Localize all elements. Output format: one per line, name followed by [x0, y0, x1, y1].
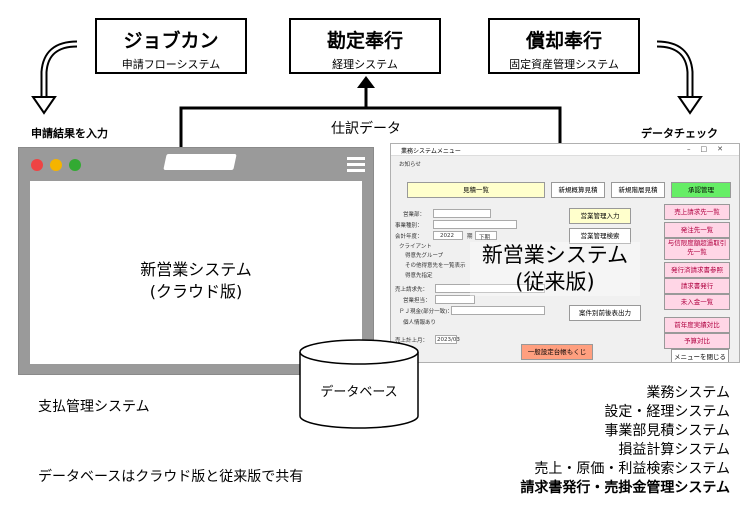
app-window-title: 業務システムメニュー	[401, 148, 461, 155]
btn-case-output[interactable]: 案件別前後表出力	[569, 305, 641, 321]
pj-input[interactable]	[451, 306, 545, 315]
system-list-item: 設定・経理システム	[604, 404, 730, 420]
sales-dest-label: 売上請求先：	[395, 287, 429, 293]
window-controls-icon: –□✕	[687, 145, 733, 153]
fiscal-year-value: 2022	[440, 233, 454, 239]
hamburger-menu-icon	[347, 157, 365, 175]
cloud-system-title: 新営業システム	[140, 260, 252, 279]
btn-close-menu[interactable]: メニューを閉じる	[671, 349, 729, 362]
window-maximize-dot	[69, 159, 81, 171]
pj-label: ＰＪ現金(部分一致)：	[399, 309, 453, 315]
database-label: データベース	[320, 385, 398, 400]
fiscal-year-input[interactable]: 2022	[433, 231, 463, 240]
period-select[interactable]: 下期	[475, 231, 497, 241]
jobcan-subtitle: 申請フローシステム	[121, 58, 221, 71]
btn-credit-over-list[interactable]: 与信限度額超過取引先一覧	[664, 238, 730, 260]
fiscal-year-label: 会計年度：	[395, 234, 423, 240]
business-type-label: 事業種別：	[395, 223, 423, 229]
last-month-label: 売上計上月：	[395, 338, 429, 344]
jobcan-title: ジョブカン	[123, 30, 219, 52]
legacy-system-subtitle: (従来版)	[515, 270, 595, 294]
btn-supplier-list[interactable]: 発注先一覧	[664, 222, 730, 238]
btn-issued-invoices[interactable]: 発行済請求書参照	[664, 262, 730, 278]
system-list-item: 事業部見積システム	[604, 423, 730, 439]
last-month-value: 2023/03	[437, 337, 460, 343]
radio-other-clients[interactable]: その他得意先を一覧表示	[405, 263, 466, 269]
left-flow-label: 申請結果を入力	[31, 127, 108, 140]
kanjo-subtitle: 経理システム	[332, 58, 398, 71]
window-minimize-dot	[50, 159, 62, 171]
btn-prev-year-compare[interactable]: 前年度実績対比	[664, 317, 730, 333]
shokyaku-title: 償却奉行	[525, 30, 602, 52]
legacy-app-window: 業務システムメニュー –□✕ お知らせ 見積一覧 新規概算見積 新規階層見積 承…	[390, 143, 740, 363]
btn-general-ledger-index[interactable]: 一般設定台帳もくじ	[521, 344, 593, 360]
sales-person-input[interactable]	[435, 295, 475, 304]
system-list-item-bold: 請求書発行・売掛金管理システム	[520, 480, 730, 496]
notice-label: お知らせ	[399, 162, 421, 168]
btn-sales-search[interactable]: 営業管理検索	[569, 228, 631, 244]
system-list-item: 売上・原価・利益検索システム	[534, 461, 730, 477]
kanjo-title: 勘定奉行	[326, 30, 403, 52]
legacy-system-label: 新営業システム (従来版)	[470, 242, 640, 296]
personal-info-checkbox[interactable]: 個人情報あり	[403, 320, 437, 326]
system-list: 業務システム 設定・経理システム 事業部見積システム 損益計算システム 売上・原…	[520, 384, 730, 498]
btn-estimate-list[interactable]: 見積一覧	[407, 182, 545, 198]
shokyaku-subtitle: 固定資産管理システム	[509, 58, 619, 71]
sales-dest-input[interactable]	[435, 284, 545, 293]
period-label: 期	[467, 234, 473, 240]
browser-tab	[163, 154, 237, 170]
dept-label: 営業部：	[403, 212, 426, 218]
business-type-select[interactable]	[433, 220, 517, 229]
shared-db-note: データベースはクラウド版と従来版で共有	[38, 469, 304, 485]
center-flow-label: 仕訳データ	[331, 121, 401, 137]
cloud-system-subtitle: (クラウド版)	[149, 282, 243, 301]
btn-sales-dest-list[interactable]: 売上請求先一覧	[664, 204, 730, 220]
jobcan-box: ジョブカン 申請フローシステム	[95, 18, 247, 74]
database-icon	[299, 339, 419, 429]
system-list-item: 業務システム	[646, 385, 730, 401]
btn-new-rough-estimate[interactable]: 新規概算見積	[551, 182, 605, 198]
app-titlebar: 業務システムメニュー –□✕	[391, 144, 739, 156]
btn-budget-compare[interactable]: 予算対比	[664, 333, 730, 349]
browser-content: 新営業システム (クラウド版)	[30, 181, 362, 364]
client-label: クライアント	[399, 244, 432, 250]
shokyaku-box: 償却奉行 固定資産管理システム	[488, 18, 640, 74]
period-value: 下期	[479, 235, 491, 241]
radio-client-group[interactable]: 得意先グループ	[405, 253, 444, 259]
btn-sales-entry[interactable]: 営業管理入力	[569, 208, 631, 224]
window-close-dot	[31, 159, 43, 171]
btn-invoice-issue[interactable]: 請求書発行	[664, 278, 730, 294]
right-flow-label: データチェック	[641, 127, 718, 140]
kanjo-box: 勘定奉行 経理システム	[289, 18, 441, 74]
btn-unpaid-list[interactable]: 未入金一覧	[664, 294, 730, 310]
radio-specific-client[interactable]: 得意先指定	[405, 273, 433, 279]
btn-new-tier-estimate[interactable]: 新規階層見積	[611, 182, 665, 198]
cloud-system-label: 新営業システム (クラウド版)	[30, 259, 362, 303]
legacy-system-title: 新営業システム	[481, 243, 629, 267]
btn-approval[interactable]: 承認管理	[671, 182, 731, 198]
payment-system-label: 支払管理システム	[38, 399, 150, 415]
system-list-item: 損益計算システム	[618, 442, 730, 458]
dept-select[interactable]	[433, 209, 491, 218]
sales-person-label: 営業担当：	[403, 298, 431, 304]
last-month-input[interactable]: 2023/03	[435, 335, 460, 344]
browser-window: 新営業システム (クラウド版)	[18, 147, 374, 375]
